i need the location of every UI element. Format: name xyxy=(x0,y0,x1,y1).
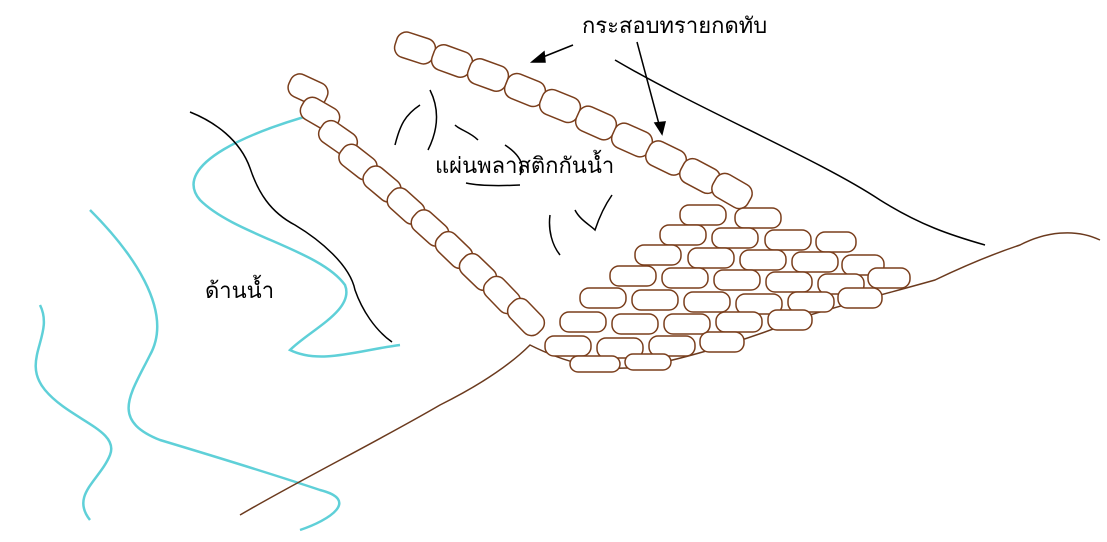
label-sandbags: กระสอบทรายกดทับ xyxy=(582,8,767,43)
label-water-side: ด้านน้ำ xyxy=(205,273,274,308)
label-plastic-sheet: แผ่นพลาสติกกันน้ำ xyxy=(435,148,614,183)
water-line-inner xyxy=(194,110,400,356)
arrow-to-top-row xyxy=(532,45,573,62)
arrow-to-sandbag xyxy=(637,42,665,134)
sandbag-row-top xyxy=(392,29,756,212)
water-line-outer xyxy=(90,210,339,530)
sandbag-pile xyxy=(545,205,910,372)
water-line-left xyxy=(36,305,112,520)
sandbag-row-left xyxy=(285,71,549,340)
